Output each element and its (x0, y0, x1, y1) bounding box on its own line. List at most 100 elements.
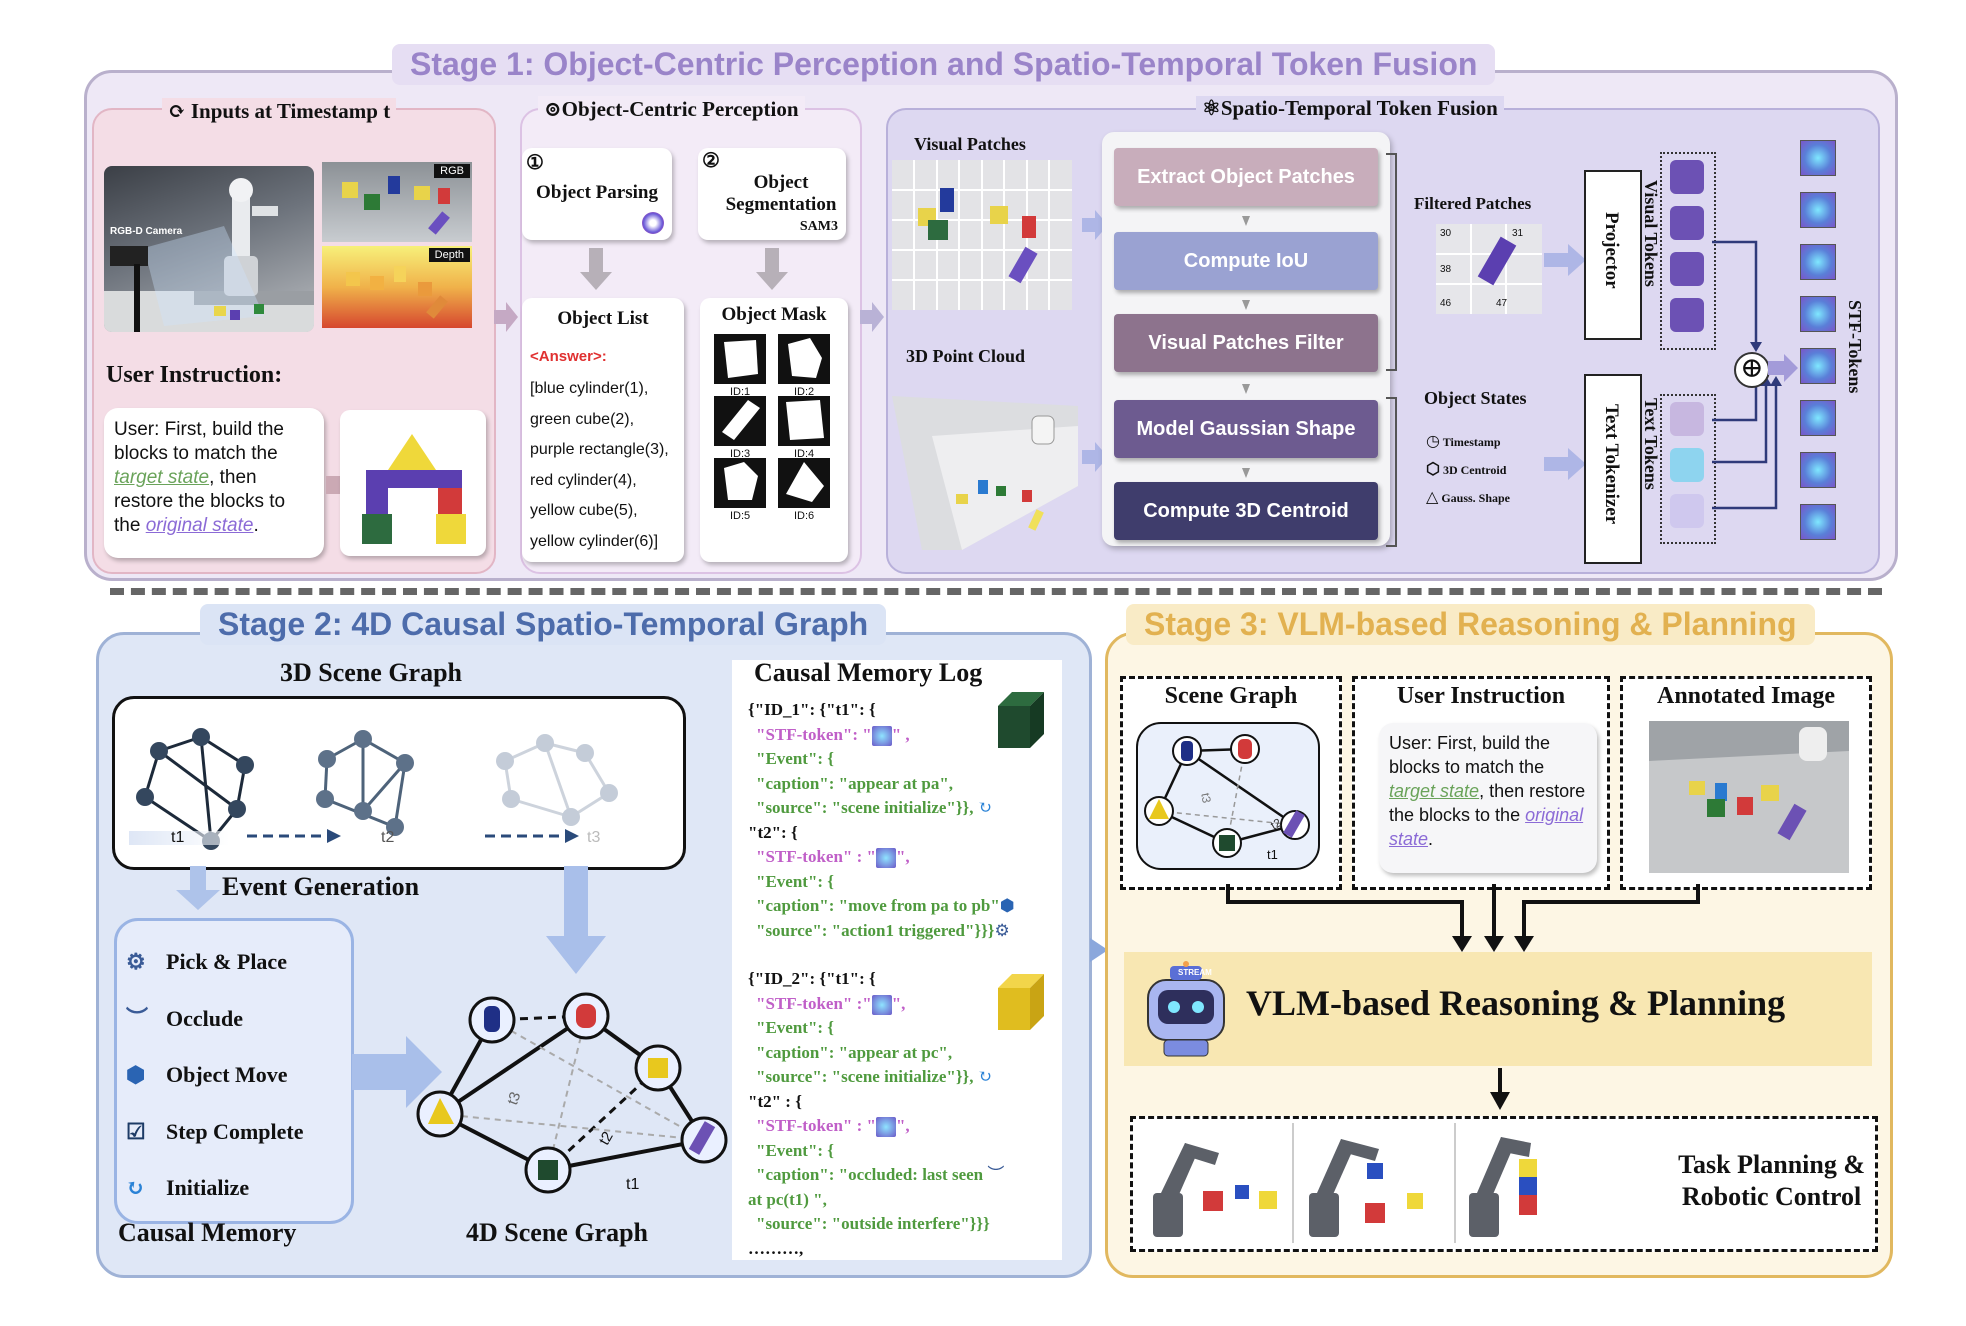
list-item: purple rectangle(3), (530, 441, 669, 458)
rgb-scene-graphic (342, 176, 450, 235)
stf-token-icon (871, 725, 892, 746)
scene-graph-card: Scene Graph t3 t2 t1 (1120, 676, 1342, 890)
stage3-title: Stage 3: VLM-based Reasoning & Planning (1126, 604, 1815, 645)
mask-id: ID:1 (730, 386, 751, 398)
stage1-title: Stage 1: Object-Centric Perception and S… (392, 44, 1496, 85)
rgb-image: RGB (322, 162, 472, 242)
bracket-graphic (1386, 153, 1397, 547)
events-box (114, 918, 354, 1224)
filtered-grid-graphic (1436, 224, 1542, 314)
annotated-scene-graphic (1649, 721, 1849, 873)
memory-log: {"ID_1": {"t1": { "STF-token": "" , "Eve… (748, 700, 1015, 1258)
stf-token-icon (871, 994, 892, 1015)
refresh-icon: ↻ (977, 1067, 992, 1086)
list-item: yellow cylinder(6)] (530, 532, 659, 550)
scene-graph-4d-title: 4D Scene Graph (466, 1218, 648, 1247)
merge-arrows-graphic (1226, 884, 1700, 952)
visual-tokens-box (1660, 152, 1716, 350)
object-move-icon: ⬢ (126, 1062, 146, 1087)
projector-label: Projector (1601, 212, 1622, 289)
list-item: ⬢Object Move (126, 1047, 303, 1104)
text-tokens-label: Text Tokens (1641, 398, 1661, 490)
stf-token-icon (875, 848, 896, 869)
mini-edge-label: t1 (1267, 847, 1278, 862)
projector-box: Projector (1584, 170, 1642, 340)
stf-token (1800, 504, 1836, 540)
visual-patches-label: Visual Patches (914, 134, 1026, 154)
vlm-banner (1124, 952, 1872, 1066)
list-item: ⚙Pick & Place (126, 934, 303, 991)
arrow-right-icon (1082, 442, 1108, 472)
state-item: ⬡ 3D Centroid (1426, 461, 1507, 478)
stage2-title: Stage 2: 4D Causal Spatio-Temporal Graph (200, 604, 887, 645)
patch-number: 46 (1440, 298, 1452, 309)
robot-badge: STREAM (1178, 968, 1212, 977)
list-item: ☑Step Complete (126, 1104, 303, 1161)
answer-tag: <Answer>: (530, 348, 607, 365)
magnifier-icon: ⊚ (544, 97, 562, 121)
point-cloud-label: 3D Point Cloud (906, 346, 1026, 366)
scene-graph-4d-graphic (416, 992, 728, 1194)
pipeline-step: Compute 3D Centroid (1114, 482, 1378, 540)
stf-token (1800, 400, 1836, 436)
depth-scene-graphic (346, 266, 448, 319)
pipeline-step: Visual Patches Filter (1114, 314, 1378, 372)
patch-number: 30 (1440, 228, 1452, 239)
arrow-right-icon (1544, 244, 1586, 276)
object-list: [blue cylinder(1), green cube(2), purple… (530, 374, 669, 557)
visual-patches-image (892, 160, 1072, 310)
point-cloud-graphic (892, 396, 1078, 550)
patch-number: 31 (1512, 228, 1524, 239)
text-token (1670, 494, 1704, 528)
causal-memory-title: Causal Memory (118, 1218, 297, 1247)
list-item: red cylinder(4), (530, 471, 637, 489)
task-planning-label: Task Planning & Robotic Control (1678, 1150, 1865, 1211)
closed-eye-icon: ︶ (126, 1005, 149, 1031)
target-state-text: target state (1389, 781, 1480, 801)
original-state-text: original state (1389, 805, 1584, 849)
centroid-icon: ⬡ (1426, 461, 1440, 478)
instruction-card: User: First, build the blocks to match t… (104, 408, 324, 558)
stf-token (1800, 244, 1836, 280)
pipeline-step: Compute IoU (1114, 232, 1378, 290)
list-item: [blue cylinder(1), (530, 380, 649, 397)
depth-image: Depth (322, 246, 472, 328)
state-item: ◷ Timestamp (1426, 433, 1501, 450)
visual-token (1670, 206, 1704, 240)
arrow-right-icon (1082, 210, 1108, 240)
mask-id: ID:6 (794, 510, 815, 522)
timeline-label: t3 (587, 829, 601, 846)
event-generation-title: Event Generation (222, 872, 420, 901)
timeline-label: t2 (381, 829, 395, 846)
text-tokens-box (1660, 394, 1716, 544)
patch-number: 38 (1440, 264, 1452, 275)
scene-graph-3d-title: 3D Scene Graph (280, 658, 462, 687)
user-instruction-card: User Instruction User: First, build the … (1352, 676, 1610, 890)
robot-arm-photo-graphic (104, 178, 314, 332)
object-parsing-card: ① Object Parsing (522, 148, 672, 240)
clock-icon: ◷ (1426, 433, 1440, 450)
arrow-right-icon (1768, 354, 1798, 382)
closed-eye-icon: ︶ (987, 1165, 1005, 1184)
vlm-title: VLM-based Reasoning & Planning (1246, 983, 1786, 1023)
point-cloud-image (892, 386, 1078, 550)
pipeline-step: Extract Object Patches (1114, 148, 1378, 206)
arrow-right-icon (494, 302, 518, 332)
pipeline-connector-arrows (1242, 216, 1250, 478)
patch-grid-graphic (892, 160, 1072, 310)
stf-token (1800, 348, 1836, 384)
atom-icon: ⚛ (1202, 96, 1221, 120)
arrow-right-icon (352, 1036, 442, 1108)
gauss-shape-icon: △ (1426, 489, 1439, 506)
arrow-right-icon (1544, 448, 1586, 480)
list-item: yellow cube(5), (530, 502, 638, 519)
mini-scene-graph-graphic (1136, 722, 1320, 870)
stf-token (1800, 452, 1836, 488)
list-item: green cube(2), (530, 410, 635, 428)
object-mask-title: Object Mask (721, 304, 827, 325)
parser-logo-icon (642, 212, 664, 234)
target-state-text: target state (114, 467, 210, 488)
stage-divider (110, 588, 1882, 595)
robot-arm-icon: ⚙ (994, 920, 1010, 940)
arrow-down-icon (756, 248, 788, 290)
